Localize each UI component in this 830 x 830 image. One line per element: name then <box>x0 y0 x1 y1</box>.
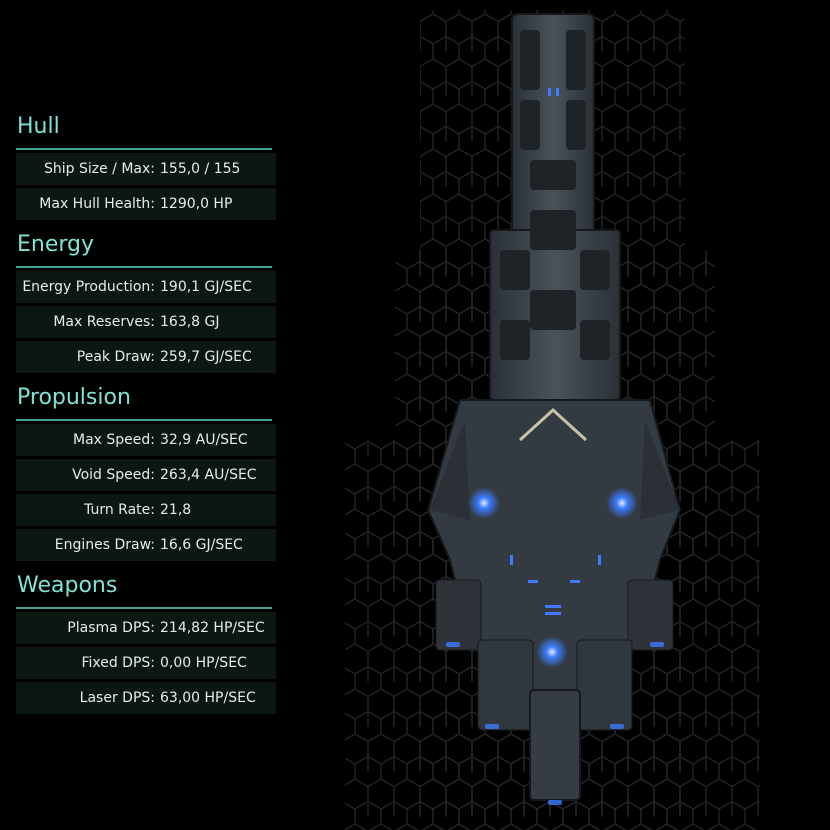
energy-section: Energy Energy Production: 190,1 GJ/SEC Ma… <box>16 228 276 373</box>
stat-value: 190,1 GJ/SEC <box>160 279 252 295</box>
stat-value: 63,00 HP/SEC <box>160 690 256 706</box>
stat-label: Plasma DPS: <box>67 620 155 636</box>
stat-value: 259,7 GJ/SEC <box>160 349 252 365</box>
hull-section: Hull Ship Size / Max: 155,0 / 155 Max Hul… <box>16 110 276 220</box>
stat-row: Fixed DPS: 0,00 HP/SEC <box>16 647 276 679</box>
stat-label: Max Speed: <box>73 432 155 448</box>
ship-stats-panel: Hull Ship Size / Max: 155,0 / 155 Max Hul… <box>16 110 276 722</box>
stat-value: 21,8 <box>160 502 192 518</box>
stat-label: Engines Draw: <box>54 537 155 553</box>
weapons-section: Weapons Plasma DPS: 214,82 HP/SEC Fixed D… <box>16 569 276 714</box>
stat-value: 0,00 HP/SEC <box>160 655 247 671</box>
stat-label: Fixed DPS: <box>81 655 155 671</box>
stat-value: 32,9 AU/SEC <box>160 432 248 448</box>
stat-row: Energy Production: 190,1 GJ/SEC <box>16 271 276 303</box>
stat-row: Laser DPS: 63,00 HP/SEC <box>16 682 276 714</box>
stat-label: Laser DPS: <box>79 690 155 706</box>
stat-row: Max Reserves: 163,8 GJ <box>16 306 276 338</box>
section-title: Propulsion <box>16 381 272 421</box>
stat-label: Energy Production: <box>22 279 155 295</box>
stat-row: Void Speed: 263,4 AU/SEC <box>16 459 276 491</box>
stat-label: Ship Size / Max: <box>43 161 155 177</box>
propulsion-section: Propulsion Max Speed: 32,9 AU/SEC Void Sp… <box>16 381 276 561</box>
stat-row: Max Speed: 32,9 AU/SEC <box>16 424 276 456</box>
stat-value: 263,4 AU/SEC <box>160 467 257 483</box>
stat-value: 155,0 / 155 <box>160 161 241 177</box>
stat-label: Max Hull Health: <box>39 196 155 212</box>
stat-value: 16,6 GJ/SEC <box>160 537 243 553</box>
section-title: Hull <box>16 110 272 150</box>
section-title: Weapons <box>16 569 272 609</box>
stat-label: Peak Draw: <box>76 349 155 365</box>
ship-hull <box>426 13 682 805</box>
stat-row: Peak Draw: 259,7 GJ/SEC <box>16 341 276 373</box>
stat-label: Max Reserves: <box>53 314 155 330</box>
stat-row: Max Hull Health: 1290,0 HP <box>16 188 276 220</box>
stat-value: 214,82 HP/SEC <box>160 620 265 636</box>
stat-row: Engines Draw: 16,6 GJ/SEC <box>16 529 276 561</box>
stat-value: 1290,0 HP <box>160 196 233 212</box>
stat-value: 163,8 GJ <box>160 314 220 330</box>
stat-row: Plasma DPS: 214,82 HP/SEC <box>16 612 276 644</box>
stat-label: Turn Rate: <box>84 502 155 518</box>
stat-row: Ship Size / Max: 155,0 / 155 <box>16 153 276 185</box>
stat-label: Void Speed: <box>72 467 155 483</box>
stat-row: Turn Rate: 21,8 <box>16 494 276 526</box>
section-title: Energy <box>16 228 272 268</box>
